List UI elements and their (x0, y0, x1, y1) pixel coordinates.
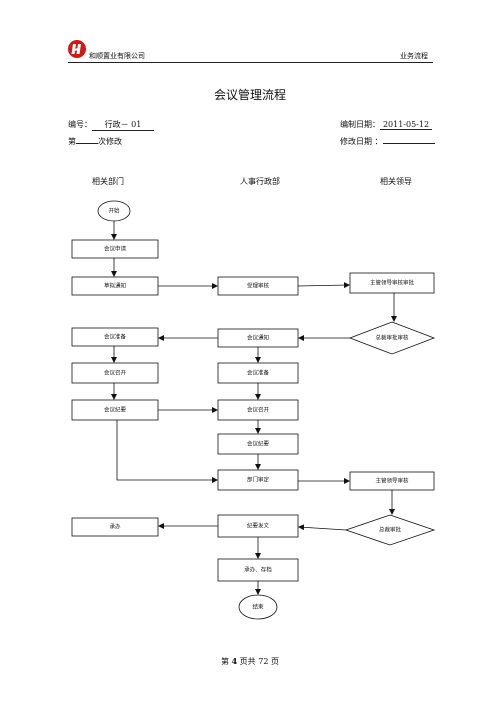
meeting-apply-box (71, 239, 159, 259)
leader-audit-label: 主管领导审核 (375, 477, 409, 485)
footer-suffix: 页 (268, 657, 279, 666)
modify-date-label: 修改日期 ： (340, 137, 383, 146)
gm-approve-1-diamond (348, 321, 436, 355)
handle-archive-label: 承办、存档 (244, 566, 272, 574)
doc-number-label: 编号： (68, 120, 92, 129)
dept-hold-label: 会议召开 (104, 369, 127, 377)
start-label: 开始 (108, 207, 120, 215)
handle-label: 承办 (109, 523, 121, 531)
footer-total-pages: 72 (258, 657, 269, 666)
gm-approve-2-label: 总裁审批 (379, 526, 402, 534)
accept-review-label: 受理审核 (247, 282, 270, 290)
compile-date: 编制日期：2011-05-12 (340, 119, 432, 130)
hr-minutes-label: 会议纪要 (247, 440, 270, 448)
gm-approve-1-label: 总裁审批审核 (375, 334, 409, 342)
dept-review-label: 部门审定 (247, 476, 270, 484)
dept-hold-box (71, 362, 159, 384)
lane-hr-admin: 人事行政部 (240, 177, 280, 186)
leader-review-label: 主管领导审核审批 (370, 279, 415, 287)
page-title: 会议管理流程 (213, 88, 286, 102)
document-type: 业务流程 (400, 52, 428, 60)
dept-review-box (217, 469, 299, 491)
modify-date: 修改日期 ： (340, 134, 435, 147)
draft-notice-label: 草拟通知 (104, 282, 126, 290)
header-rule (68, 62, 433, 63)
company-logo-icon (68, 40, 86, 58)
footer-prefix: 第 (221, 657, 232, 666)
compile-date-label: 编制日期： (340, 120, 380, 129)
minutes-issue-label: 纪要发文 (247, 522, 270, 530)
lane-related-leader: 相关领导 (380, 177, 412, 186)
footer-mid: 页共 (237, 657, 259, 666)
modify-date-value (382, 134, 435, 144)
company-name: 和顺置业有限公司 (89, 52, 145, 60)
page-footer: 第 4 页共 72 页 (0, 656, 500, 667)
lane-related-dept: 相关部门 (92, 177, 124, 186)
meeting-notice-label: 会议通知 (247, 334, 269, 342)
revision-value (76, 134, 98, 144)
hr-hold-label: 会议召开 (247, 406, 270, 414)
dept-prepare-label: 会议准备 (104, 333, 127, 341)
end-label: 结束 (252, 603, 264, 611)
revision-count: 第 次修改 (68, 134, 122, 147)
leader-review-box (349, 272, 435, 294)
gm-approve-2-diamond (344, 514, 436, 546)
meeting-apply-label: 会议申请 (104, 245, 127, 253)
hr-prepare-label: 会议准备 (247, 369, 270, 377)
compile-date-value: 2011-05-12 (380, 120, 432, 130)
doc-number: 编号：行政－ 01 (68, 119, 154, 131)
dept-minutes-label: 会议纪要 (104, 406, 127, 414)
doc-number-value: 行政－ 01 (92, 119, 154, 131)
revision-prefix: 第 (68, 137, 76, 146)
footer-page-number: 4 (231, 656, 238, 666)
revision-suffix: 次修改 (98, 137, 122, 146)
end-node (238, 594, 278, 620)
